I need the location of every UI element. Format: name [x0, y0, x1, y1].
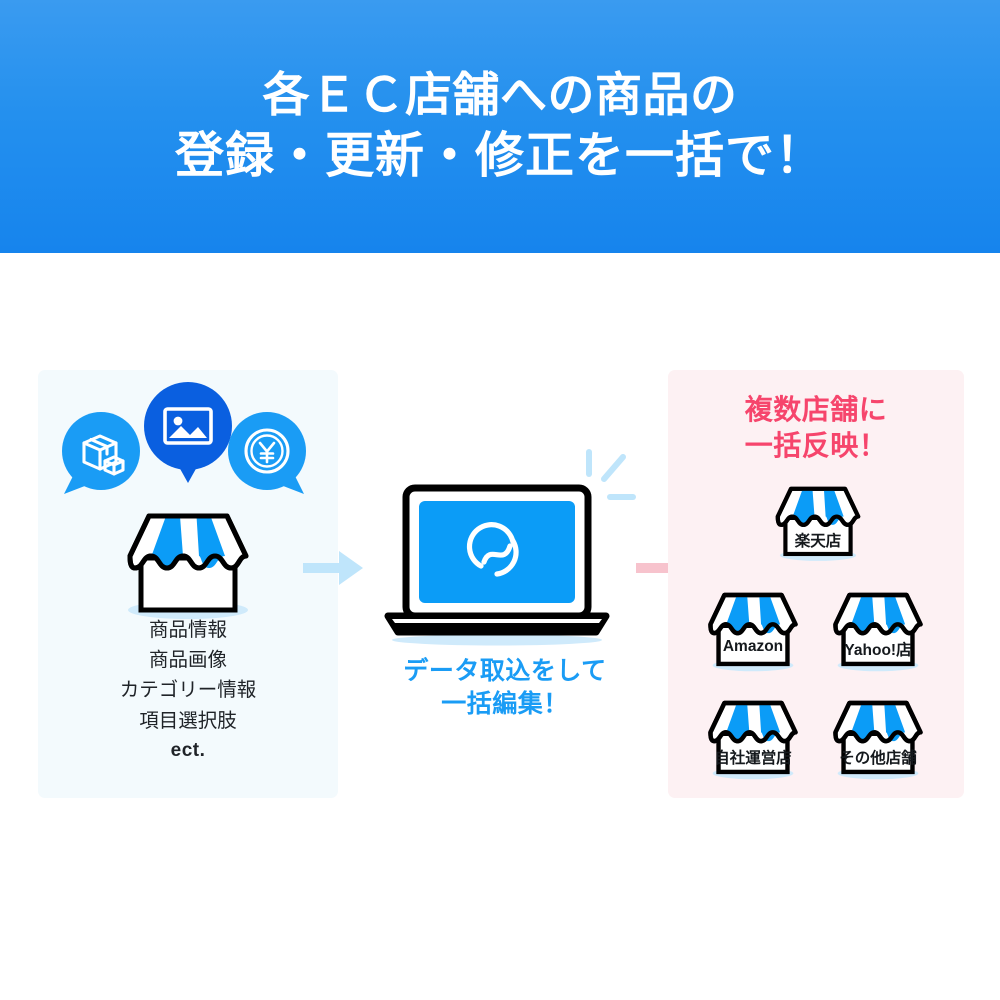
store-label-rakuten: 楽天店	[794, 533, 842, 550]
source-attribute-list: 商品情報 商品画像 カテゴリー情報 項目選択肢 ect.	[38, 615, 338, 765]
attribute-item-etc: ect.	[170, 739, 206, 761]
destination-heading: 複数店舗に 一括反映！	[668, 392, 964, 465]
storefront-icon	[775, 486, 861, 561]
center-caption: データ取込をして 一括編集！	[360, 655, 650, 721]
store-card-yahoo: Yahoo!店	[823, 580, 933, 676]
processing-column: データ取込をして 一括編集！	[360, 440, 650, 760]
storefront-icon	[833, 592, 923, 672]
storefront-icon	[708, 592, 798, 672]
bubble-price	[226, 412, 308, 503]
header-title-line2: 登録・更新・修正を一括で！	[174, 129, 825, 184]
center-caption-line2: 一括編集！	[441, 690, 569, 718]
swirl-logo-icon	[466, 522, 519, 577]
storefront-icon	[708, 700, 798, 780]
store-card-other: その他店舗	[823, 688, 933, 784]
storefront-icon	[127, 513, 249, 619]
arrow-right-blue	[303, 548, 365, 588]
store-label-amazon: Amazon	[722, 638, 784, 655]
laptop-icon	[378, 480, 616, 655]
attribute-item-3: 項目選択肢	[139, 709, 237, 732]
store-label-own: 自社運営店	[714, 750, 792, 767]
header-title-line1: 各ＥＣ店舗への商品の	[262, 68, 738, 122]
attribute-item-0: 商品情報	[148, 619, 227, 641]
destination-heading-line2: 一括反映！	[744, 430, 888, 462]
package-box-icon	[62, 412, 140, 494]
attribute-item-2: カテゴリー情報	[119, 679, 257, 702]
center-caption-line1: データ取込をして	[403, 657, 607, 685]
bubble-package	[60, 412, 142, 503]
sparkle-lines-icon	[582, 448, 636, 504]
image-photo-icon	[144, 382, 232, 483]
attribute-bubbles-group	[38, 370, 338, 500]
store-card-rakuten: 楽天店	[766, 474, 870, 566]
source-data-panel: 商品情報 商品画像 カテゴリー情報 項目選択肢 ect.	[38, 370, 338, 798]
yen-coin-icon	[228, 412, 306, 494]
destination-stores-panel: 複数店舗に 一括反映！ 楽天店	[668, 370, 964, 798]
attribute-item-1: 商品画像	[148, 649, 227, 672]
store-label-yahoo: Yahoo!店	[844, 642, 912, 659]
destination-heading-line1: 複数店舗に	[744, 394, 888, 425]
store-card-amazon: Amazon	[698, 580, 808, 676]
storefront-icon	[833, 700, 923, 780]
source-store-icon	[113, 500, 263, 627]
bubble-image	[140, 382, 236, 491]
header-banner: 各ＥＣ店舗への商品の 登録・更新・修正を一括で！	[0, 0, 1000, 253]
store-card-own: 自社運営店	[698, 688, 808, 784]
store-label-other: その他店舗	[839, 750, 917, 767]
